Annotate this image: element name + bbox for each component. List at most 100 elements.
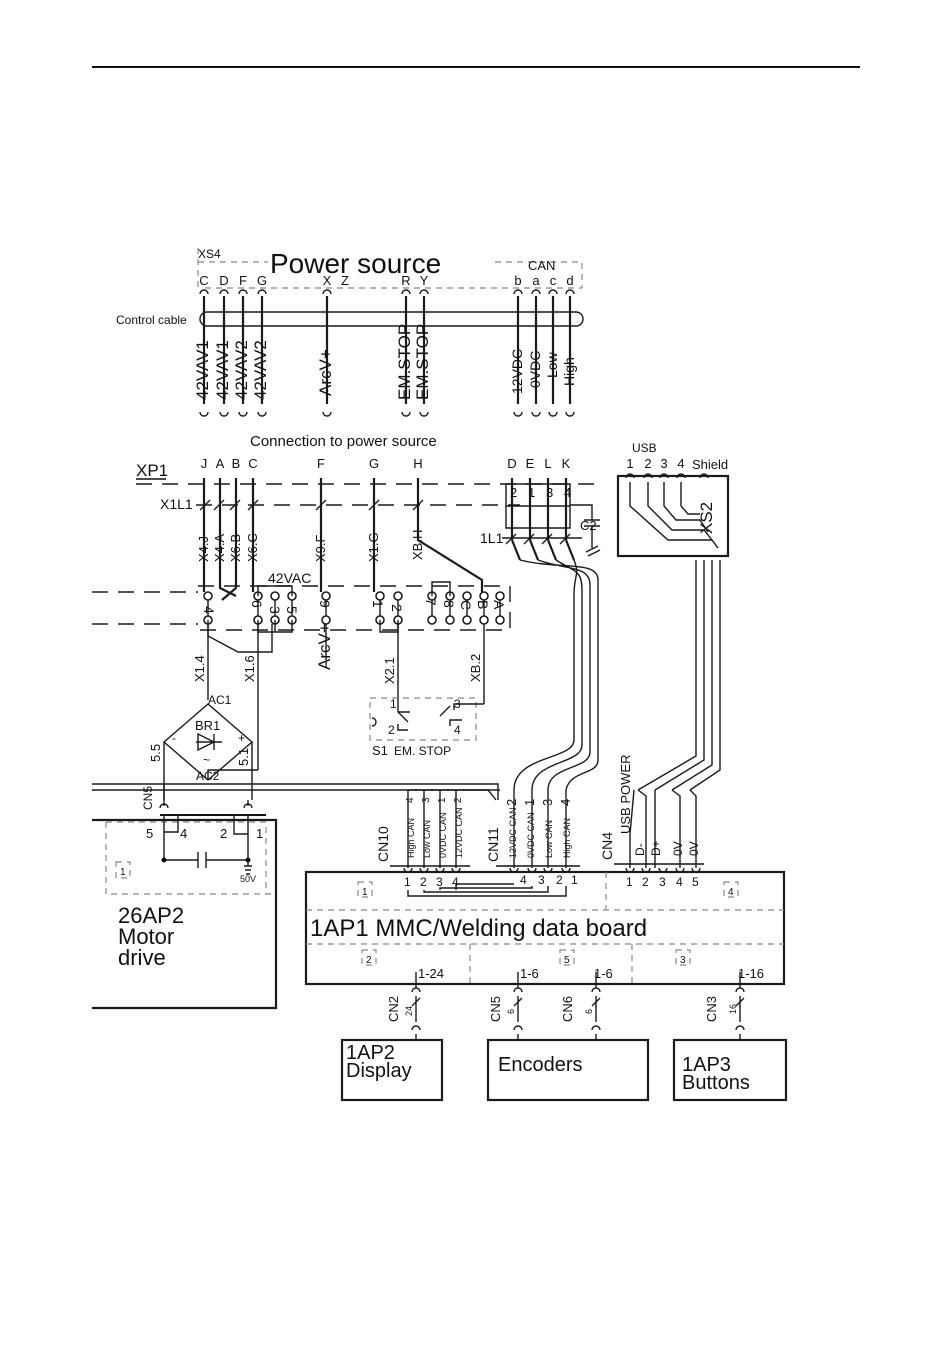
wire-xbh: XB.H: [410, 530, 425, 560]
can-label: CAN: [528, 258, 555, 273]
cn10-signals: High CAN Low CAN 0VDC CAN 12VDC CAN 4 3 …: [405, 797, 464, 858]
cn10-w4: 4: [405, 797, 416, 803]
usb-pin-3: 3: [660, 456, 667, 471]
motor-drive-box: [92, 818, 278, 1010]
cn4-label: CN4: [599, 832, 615, 860]
wire-x4j: X4.J: [196, 536, 211, 562]
xp1-pin-f: F: [317, 456, 325, 471]
term-3: 3: [267, 606, 283, 614]
xs4-pin-c-lower: c: [550, 273, 557, 288]
signal-0vdc: 0VDC: [527, 351, 543, 388]
cn11-pin-4: 4: [520, 873, 527, 887]
cn10-w2: 2: [453, 797, 464, 803]
mmc-sec-3: 3: [680, 955, 686, 966]
cn4-sig-dplus: D+: [649, 840, 663, 856]
wire-arcv: ArcV+: [315, 623, 334, 670]
xp1-pin-b: B: [232, 456, 241, 471]
cn11-sig-low: Low CAN: [544, 820, 554, 858]
display-title-2: Display: [346, 1060, 412, 1082]
cn10-sig-high: High CAN: [406, 818, 416, 858]
xs2-label: XS2: [697, 502, 716, 534]
xs4-pin-d-lower: d: [566, 273, 573, 288]
buttons-box: [672, 1038, 788, 1102]
s1-function: EM. STOP: [394, 744, 451, 758]
term-9: 9: [317, 600, 333, 608]
terminal-block: 42VAC 4 6 3 5 9 1 2 7 8 C B: [92, 570, 511, 770]
xs4-bottom-sockets: [199, 411, 575, 417]
cn11-sig-high: High CAN: [562, 818, 572, 858]
range-1-6-a: 1-6: [520, 966, 539, 981]
xp1-label: XP1: [136, 461, 168, 480]
encoders-box: [486, 1038, 650, 1102]
connection-caption: Connection to power source: [250, 433, 437, 450]
xp1-pin-d: D: [507, 456, 516, 471]
cn10-pin-3: 3: [436, 875, 443, 889]
cn6-label: CN6: [560, 996, 575, 1022]
motor-title-1: 26AP2: [118, 903, 184, 928]
xp1-pin-h: H: [413, 456, 422, 471]
usb-power-label: USB POWER: [618, 755, 633, 834]
s1-label: S1: [372, 743, 388, 758]
term-4: 4: [201, 606, 217, 614]
term-2: 2: [389, 604, 405, 612]
xp1-pin-k: K: [562, 456, 571, 471]
ac1-label: AC1: [208, 693, 232, 707]
br1-label: BR1: [195, 718, 220, 733]
xp1-pin-e: E: [526, 456, 535, 471]
display-title-1: 1AP2: [346, 1042, 395, 1064]
mmc-box: [304, 870, 786, 986]
wire-x14: X1.4: [192, 655, 207, 682]
usb-section: USB 1 2 3 4 Shield XS2 USB POWER: [616, 441, 730, 834]
cn3-label: CN3: [704, 996, 719, 1022]
signal-arcv: ArcV+: [316, 349, 335, 396]
cn11-label: CN11: [485, 827, 501, 862]
mmc-sec-2: 2: [366, 955, 372, 966]
term-7: 7: [423, 598, 439, 606]
l1-label: 1L1: [480, 530, 504, 546]
signal-emstop-b: EM.STOP: [413, 324, 432, 400]
usb-pin-4: 4: [677, 456, 684, 471]
xs4-pin-letters: C D F G X Z R Y b a c d: [199, 273, 573, 288]
signal-42vav2-b: 42VAV2: [251, 340, 270, 400]
cn3-count: 16: [728, 1004, 738, 1014]
term-8: 8: [441, 600, 457, 608]
encoders-block: Encoders: [486, 1038, 650, 1102]
wire-x6b: X6.B: [228, 534, 243, 562]
signal-42vav2-a: 42VAV2: [232, 340, 251, 400]
terminal-wire-labels: X1.4 X1.6 ArcV+ X2.1 XB.2: [192, 623, 483, 684]
cn4-sig-0v-a: 0V: [671, 841, 685, 856]
cn2-label: CN2: [386, 996, 401, 1022]
wire-55: 5.5: [148, 744, 163, 762]
cn10-w3: 3: [421, 797, 432, 803]
xp1-pin-letters: J A B C F G H D E L K: [201, 456, 571, 471]
display-block: 1AP2 Display: [340, 1038, 444, 1102]
range-1-6-b: 1-6: [594, 966, 613, 981]
xp1-pin-a: A: [216, 456, 225, 471]
motor-cap-label: 50V: [240, 874, 256, 884]
cn10-pin-2: 2: [420, 875, 427, 889]
usb-pin-1: 1: [626, 456, 633, 471]
wire-x4a: X4.A: [212, 533, 227, 562]
c2-label: C2: [580, 518, 597, 533]
cn11-w2: 2: [504, 799, 519, 806]
cn4-sig-dminus: D-: [633, 843, 647, 856]
motor-title-2: Motor: [118, 924, 174, 949]
term-1: 1: [370, 600, 386, 608]
signal-42vav1-b: 42VAV1: [213, 340, 232, 400]
s1-box: [369, 697, 477, 741]
term-6: 6: [249, 600, 265, 608]
bridge-tilde: ~: [203, 753, 210, 767]
motor-pin-1: 1: [256, 826, 263, 841]
terminal-numbers: 4 6 3 5 9 1 2 7 8 C B A: [201, 598, 507, 614]
cn10-pin-1: 1: [404, 875, 411, 889]
bridge-plus: +: [238, 731, 245, 745]
encoders-title: Encoders: [498, 1054, 583, 1076]
control-cable-sheath: [199, 311, 584, 327]
cn5-enc-label: CN5: [488, 996, 503, 1022]
cn11-pin-3: 3: [538, 873, 545, 887]
xs4-pin-a: a: [532, 273, 540, 288]
xs4-pin-g: G: [257, 273, 267, 288]
mmc-sec-5: 5: [564, 955, 570, 966]
range-1-16: 1-16: [738, 966, 764, 981]
cn4-pin-4: 4: [676, 875, 683, 889]
